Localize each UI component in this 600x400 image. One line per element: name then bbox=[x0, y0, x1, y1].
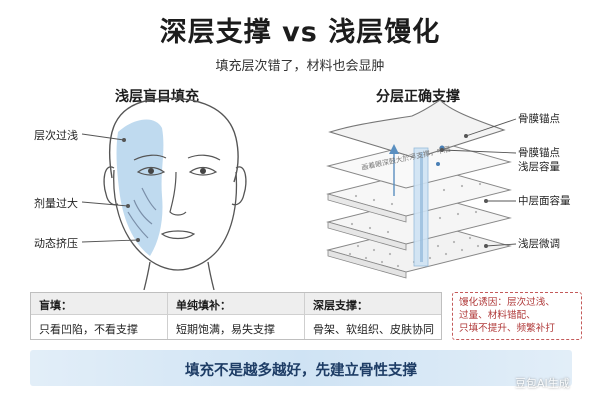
layer-label-mid-volume: 中层面容量 bbox=[518, 195, 571, 207]
causes-note-box: 馒化诱因：层次过浅、 过量、材料错配、 只填不提升、频繁补打 bbox=[452, 292, 582, 340]
page-title: 深层支撑 vs 浅层馒化 bbox=[159, 17, 441, 48]
note-line: 过量、材料错配、 bbox=[459, 310, 536, 321]
layer-stack-illustration bbox=[326, 99, 512, 279]
table-column: 深层支撑： 骨架、软组织、皮肤协同 bbox=[305, 293, 441, 339]
layer-label-periosteum-anchor: 骨膜锚点 bbox=[518, 113, 560, 125]
table-header: 深层支撑： bbox=[305, 293, 441, 315]
comparison-table: 盲填： 只看凹陷，不看支撑 单纯填补： 短期饱满，易失支撑 深层支撑： 骨架、软… bbox=[30, 292, 442, 340]
illustration-canvas: 画着眼深鼓大於浮支撑，中层 bbox=[81, 97, 517, 290]
left-section-heading: 浅层盲目填充 bbox=[115, 89, 199, 105]
face-label-overdose: 剂量过大 bbox=[34, 197, 78, 210]
watermark: 豆包AI生成 bbox=[515, 377, 570, 390]
page-subtitle: 填充层次错了，材料也会显肿 bbox=[215, 59, 385, 74]
table-header: 盲填： bbox=[31, 293, 167, 315]
note-line: 只填不提升、频繁补打 bbox=[459, 323, 555, 334]
eye-pupils bbox=[148, 168, 206, 174]
face-label-dynamic-squeeze: 动态挤压 bbox=[34, 237, 78, 250]
table-column: 单纯填补： 短期饱满，易失支撑 bbox=[168, 293, 305, 339]
table-cell: 短期饱满，易失支撑 bbox=[176, 323, 275, 336]
table-column: 盲填： 只看凹陷，不看支撑 bbox=[31, 293, 168, 339]
layer-leader-lines bbox=[441, 118, 517, 247]
face-leader-lines bbox=[81, 133, 139, 243]
face-label-too-shallow: 层次过浅 bbox=[34, 129, 78, 142]
footer-banner: 填充不是越多越好，先建立骨性支撑 bbox=[30, 350, 572, 386]
layer-label-superficial-tune: 浅层微调 bbox=[518, 238, 560, 250]
layer-label-anchor-superficial: 骨膜锚点 浅层容量 bbox=[518, 147, 560, 173]
table-header: 单纯填补： bbox=[168, 293, 304, 315]
table-cell: 只看凹陷，不看支撑 bbox=[39, 323, 138, 336]
note-line: 馒化诱因：层次过浅、 bbox=[459, 297, 555, 308]
table-cell: 骨架、软组织、皮肤协同 bbox=[313, 323, 434, 336]
cheek-shading bbox=[116, 119, 164, 256]
